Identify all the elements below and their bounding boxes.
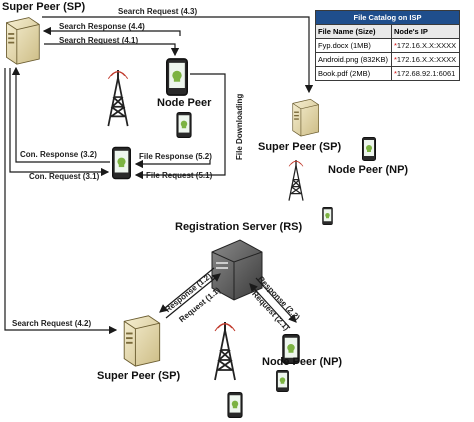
label-super-peer-top: Super Peer (SP) xyxy=(2,1,86,13)
label-node-peer-bottom: Node Peer (NP) xyxy=(262,356,343,368)
label-super-peer-right: Super Peer (SP) xyxy=(258,141,342,153)
arrow-response-12 xyxy=(159,267,215,313)
catalog-ip: *172.16.X.X:XXXX xyxy=(391,52,460,67)
tower-bottom-icon xyxy=(213,320,237,382)
catalog-mark: * xyxy=(394,55,397,64)
catalog-col-ip: Node's IP xyxy=(391,24,460,39)
super-peer-right-server xyxy=(292,98,319,137)
node-peer-right-phone xyxy=(362,137,376,161)
label-file-downloading: File Downloading xyxy=(235,93,244,160)
label-search-request-43: Search Request (4.3) xyxy=(118,7,198,16)
catalog-title: File Catalog on ISP xyxy=(315,10,460,25)
label-node-peer-right: Node Peer (NP) xyxy=(328,164,409,176)
catalog-col-file: File Name (Size) xyxy=(315,24,392,39)
arrow-search-request-43 xyxy=(42,16,314,94)
catalog-mark: * xyxy=(394,41,397,50)
node-peer-top-device xyxy=(176,112,192,138)
catalog-row: Book.pdf (2MB) *172.68.92.1:6061 xyxy=(315,66,460,81)
super-peer-top-server xyxy=(6,17,40,65)
tower-top-icon xyxy=(107,70,129,128)
file-catalog-table: File Catalog on ISP File Name (Size) Nod… xyxy=(315,10,460,81)
catalog-row: Android.png (832KB) *172.16.X.X:XXXX xyxy=(315,52,460,67)
arrow-file-downloading xyxy=(134,73,226,180)
node-peer-bottom-device xyxy=(276,370,289,392)
label-node-peer-top: Node Peer xyxy=(157,97,212,109)
catalog-ip-value: 172.68.92.1:6061 xyxy=(396,69,456,78)
label-con-response-32: Con. Response (3.2) xyxy=(20,150,97,159)
catalog-file: Book.pdf (2MB) xyxy=(315,66,392,81)
arrow-request-11 xyxy=(165,273,221,319)
catalog-ip: *172.68.92.1:6061 xyxy=(391,66,460,81)
label-file-request-51: File Request (5.1) xyxy=(146,171,213,180)
node-peer-right-device xyxy=(322,207,333,225)
phone-mid-left xyxy=(112,146,131,180)
label-registration-server: Registration Server (RS) xyxy=(175,221,303,233)
super-peer-bottom-server xyxy=(123,315,161,367)
arrow-request-21 xyxy=(249,283,291,329)
arrow-file-response-52 xyxy=(134,159,211,169)
arrow-con-response-32 xyxy=(11,66,110,163)
label-search-request-42: Search Request (4.2) xyxy=(12,319,92,328)
node-peer-top-phone xyxy=(166,58,188,96)
catalog-file: Fyp.docx (1MB) xyxy=(315,38,392,53)
arrow-response-22 xyxy=(255,277,297,323)
label-file-response-52: File Response (5.2) xyxy=(139,152,212,161)
arrow-con-request-31 xyxy=(9,68,110,177)
label-search-response-44: Search Response (4.4) xyxy=(59,22,145,31)
tower-right-icon xyxy=(288,160,304,202)
label-super-peer-bottom: Super Peer (SP) xyxy=(97,370,181,382)
catalog-ip: *172.16.X.X:XXXX xyxy=(391,38,460,53)
catalog-mark: * xyxy=(394,69,397,78)
catalog-ip-value: 172.16.X.X:XXXX xyxy=(396,55,457,64)
arrow-search-response-44 xyxy=(42,26,181,36)
arrow-search-request-41 xyxy=(44,43,180,57)
label-con-request-31: Con. Request (3.1) xyxy=(29,172,100,181)
catalog-row: Fyp.docx (1MB) *172.16.X.X:XXXX xyxy=(315,38,460,53)
phone-bottom-device xyxy=(227,392,243,418)
catalog-ip-value: 172.16.X.X:XXXX xyxy=(396,41,457,50)
arrow-search-request-42 xyxy=(4,68,118,335)
label-search-request-41: Search Request (4.1) xyxy=(59,36,139,45)
catalog-file: Android.png (832KB) xyxy=(315,52,392,67)
